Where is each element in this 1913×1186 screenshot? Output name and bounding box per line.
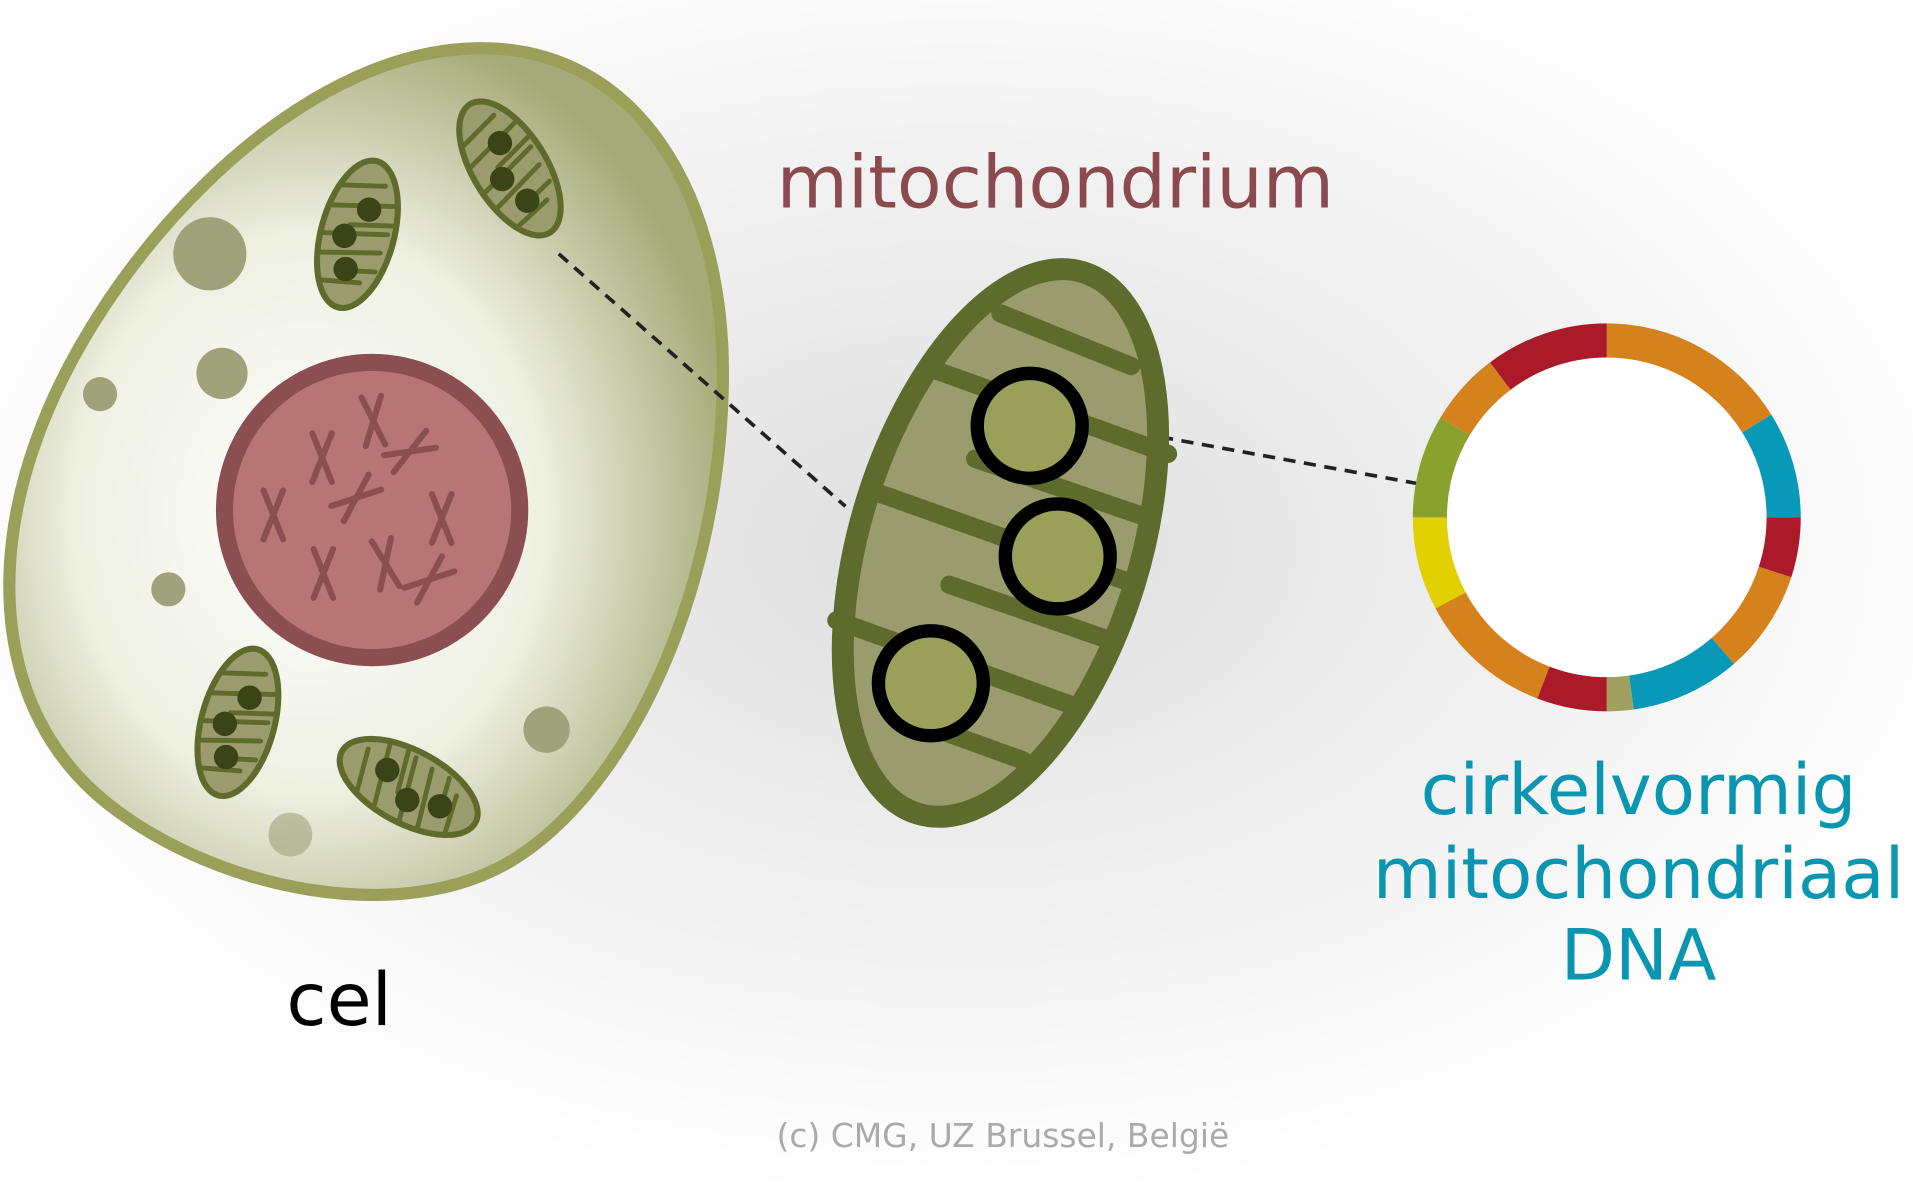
dna-ring-segment: [1742, 414, 1801, 518]
cell: [3, 42, 730, 901]
dna-ring-segment: [1606, 323, 1772, 433]
mtdna-circle: [871, 624, 991, 743]
circular-mtdna-ring: [1412, 323, 1801, 712]
ring-center: [1446, 357, 1767, 678]
dna-ring-segment: [1606, 675, 1634, 712]
dna-ring-segment: [1629, 637, 1735, 710]
vesicle: [196, 347, 248, 400]
vesicle: [268, 812, 313, 857]
zoom-connector-line: [557, 252, 847, 508]
cristae: [827, 304, 1178, 770]
vesicle: [173, 217, 247, 291]
dna-ring-segment: [1537, 666, 1607, 712]
cell-label: cel: [286, 958, 392, 1043]
vesicle: [523, 706, 570, 753]
mitochondrion-label: mitochondrium: [777, 140, 1334, 225]
dna-ring-segment: [1435, 592, 1550, 699]
dna-ring-segment: [1412, 517, 1466, 609]
mtdna-circle: [998, 497, 1117, 616]
dna-label-line2: mitochondriaal: [1373, 832, 1904, 915]
mtdna-circle: [970, 366, 1089, 486]
dna-ring-segment: [1758, 517, 1801, 578]
dna-label-line1: cirkelvormig: [1421, 748, 1857, 831]
dna-label-line3: DNA: [1561, 914, 1717, 997]
dna-ring-segment: [1711, 566, 1792, 664]
dna-ring-segment: [1490, 323, 1607, 390]
mtdna-circles: [871, 366, 1117, 743]
dna-ring-segment: [1440, 362, 1511, 436]
vesicle: [82, 377, 118, 412]
nucleus: [215, 353, 529, 667]
dna-ring-segment: [1412, 417, 1470, 518]
vesicles: [82, 217, 570, 857]
copyright: (c) CMG, UZ Brussel, België: [776, 1116, 1229, 1155]
vesicle: [151, 572, 186, 607]
